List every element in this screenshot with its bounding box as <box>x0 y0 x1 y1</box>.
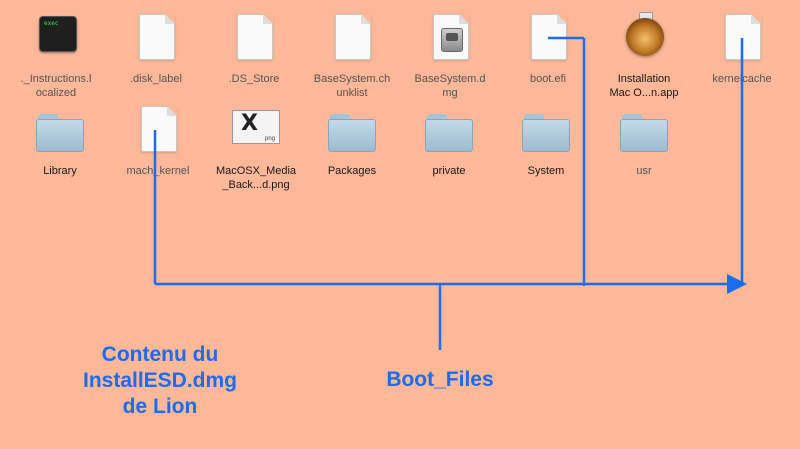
file-mach-kernel[interactable]: mach_kernel <box>110 104 206 178</box>
file-label: Installation Mac O...n.app <box>609 73 679 99</box>
folder-icon <box>522 114 570 152</box>
exec-icon: exec <box>39 16 77 52</box>
file-label: .disk_label <box>130 73 182 85</box>
document-icon <box>139 14 175 60</box>
document-icon <box>141 106 177 152</box>
document-icon <box>237 14 273 60</box>
folder-icon <box>425 114 473 152</box>
file-instructions-localized[interactable]: exec ._Instructions.l ocalized <box>8 12 104 100</box>
file-label: MacOSX_Media _Back...d.png <box>215 165 297 191</box>
folder-system[interactable]: System <box>498 104 594 178</box>
file-basesystem-chunklist[interactable]: BaseSystem.ch unklist <box>304 12 400 100</box>
file-basesystem-dmg[interactable]: BaseSystem.d mg <box>402 12 498 100</box>
file-label: boot.efi <box>529 73 567 85</box>
file-ds-store[interactable]: .DS_Store <box>206 12 302 86</box>
file-label: Library <box>43 165 77 177</box>
file-disk-label[interactable]: .disk_label <box>108 12 204 86</box>
document-icon <box>335 14 371 60</box>
file-label: Packages <box>327 165 377 177</box>
contents-caption: Contenu du InstallESD.dmg de Lion <box>82 343 238 418</box>
folder-icon <box>328 114 376 152</box>
folder-private[interactable]: private <box>401 104 497 178</box>
folder-library[interactable]: Library <box>12 104 108 178</box>
dmg-icon <box>433 14 469 60</box>
folder-icon <box>36 114 84 152</box>
file-label: BaseSystem.ch unklist <box>313 73 391 99</box>
file-label: System <box>527 165 565 177</box>
lion-app-icon <box>626 18 664 56</box>
file-label: mach_kernel <box>126 165 190 177</box>
folder-packages[interactable]: Packages <box>304 104 400 178</box>
folder-usr[interactable]: usr <box>596 104 692 178</box>
boot-files-caption: Boot_Files <box>386 368 494 391</box>
file-label: ._Instructions.l ocalized <box>20 73 92 99</box>
file-label: BaseSystem.d mg <box>414 73 486 99</box>
file-label: usr <box>636 165 652 177</box>
file-label: private <box>432 165 466 177</box>
file-label: .DS_Store <box>228 73 280 85</box>
document-icon <box>725 14 761 60</box>
file-installation-app[interactable]: Installation Mac O...n.app <box>596 12 692 100</box>
folder-icon <box>620 114 668 152</box>
